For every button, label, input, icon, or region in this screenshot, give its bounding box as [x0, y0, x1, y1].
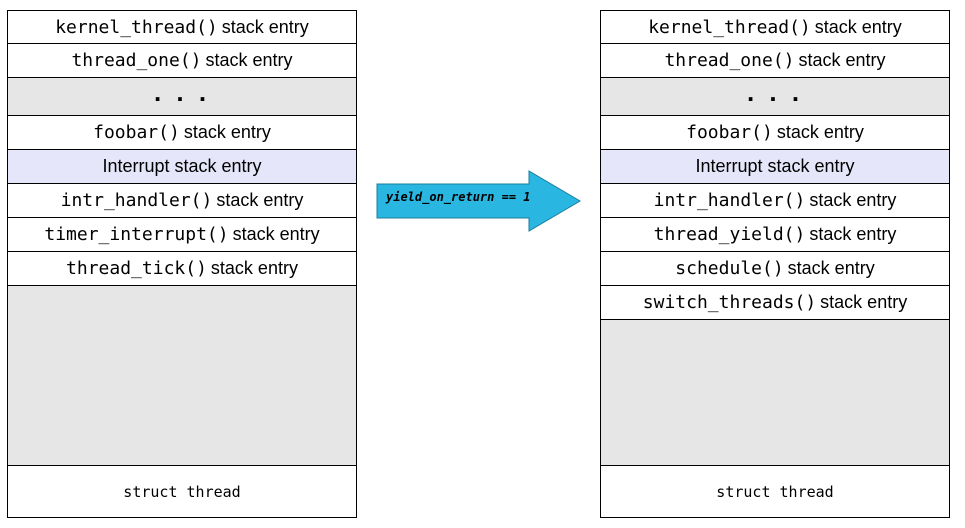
transition-arrow — [376, 170, 581, 232]
stack-row-ellipsis: . . . — [601, 77, 949, 116]
stack-row-timer-interrupt: timer_interrupt() stack entry — [8, 218, 356, 252]
function-name: thread_one() — [71, 50, 202, 71]
row-text: stack entry — [820, 292, 908, 312]
ellipsis-text: . . . — [153, 77, 211, 107]
function-name: kernel_thread() — [648, 16, 811, 38]
function-name: kernel_thread() — [55, 16, 218, 38]
row-text: stack entry — [798, 50, 886, 70]
row-text: stack entry — [221, 16, 309, 37]
row-text: stack entry — [183, 122, 271, 142]
stack-row-interrupt: Interrupt stack entry — [8, 150, 356, 184]
stack-row-ellipsis: . . . — [8, 77, 356, 116]
struct-thread-base: struct thread — [8, 465, 356, 517]
function-name: switch_threads() — [642, 292, 817, 313]
stack-row-kernel-thread: kernel_thread() stack entry — [8, 11, 356, 44]
function-name: timer_interrupt() — [44, 224, 229, 245]
row-text: stack entry — [787, 258, 875, 278]
right-thread-stack: kernel_thread() stack entry thread_one()… — [600, 10, 950, 518]
stack-row-interrupt: Interrupt stack entry — [601, 150, 949, 184]
row-text: stack entry — [776, 122, 864, 142]
struct-thread-base: struct thread — [601, 465, 949, 517]
stack-row-schedule: schedule() stack entry — [601, 252, 949, 286]
stack-row-thread-tick: thread_tick() stack entry — [8, 252, 356, 286]
function-name: foobar() — [686, 122, 773, 143]
left-thread-stack: kernel_thread() stack entry thread_one()… — [7, 10, 357, 518]
function-name: thread_one() — [664, 50, 795, 71]
arrow-shape — [376, 170, 581, 232]
row-text: stack entry — [232, 224, 320, 244]
function-name: intr_handler() — [653, 190, 806, 211]
ellipsis-text: . . . — [746, 77, 804, 107]
row-text: stack entry — [809, 190, 897, 210]
stack-row-intr-handler: intr_handler() stack entry — [8, 184, 356, 218]
row-text: stack entry — [809, 224, 897, 244]
stack-row-thread-one: thread_one() stack entry — [601, 44, 949, 78]
stack-row-kernel-thread: kernel_thread() stack entry — [601, 11, 949, 44]
arrow-label: yield_on_return == 1 — [386, 190, 531, 204]
stack-row-switch-threads: switch_threads() stack entry — [601, 286, 949, 320]
function-name: thread_tick() — [66, 258, 207, 279]
function-name: schedule() — [675, 258, 784, 279]
row-text: Interrupt stack entry — [695, 156, 855, 176]
row-text: stack entry — [216, 190, 304, 210]
row-text: stack entry — [205, 50, 293, 70]
row-text: Interrupt stack entry — [102, 156, 262, 176]
stack-row-foobar: foobar() stack entry — [601, 116, 949, 150]
base-text: struct thread — [716, 482, 834, 501]
row-text: stack entry — [814, 16, 902, 37]
base-text: struct thread — [123, 482, 241, 501]
stack-row-thread-one: thread_one() stack entry — [8, 44, 356, 78]
stack-row-intr-handler: intr_handler() stack entry — [601, 184, 949, 218]
stack-row-thread-yield: thread_yield() stack entry — [601, 218, 949, 252]
stack-row-foobar: foobar() stack entry — [8, 116, 356, 150]
function-name: thread_yield() — [653, 224, 806, 245]
row-text: stack entry — [210, 258, 298, 278]
function-name: intr_handler() — [60, 190, 213, 211]
function-name: foobar() — [93, 122, 180, 143]
